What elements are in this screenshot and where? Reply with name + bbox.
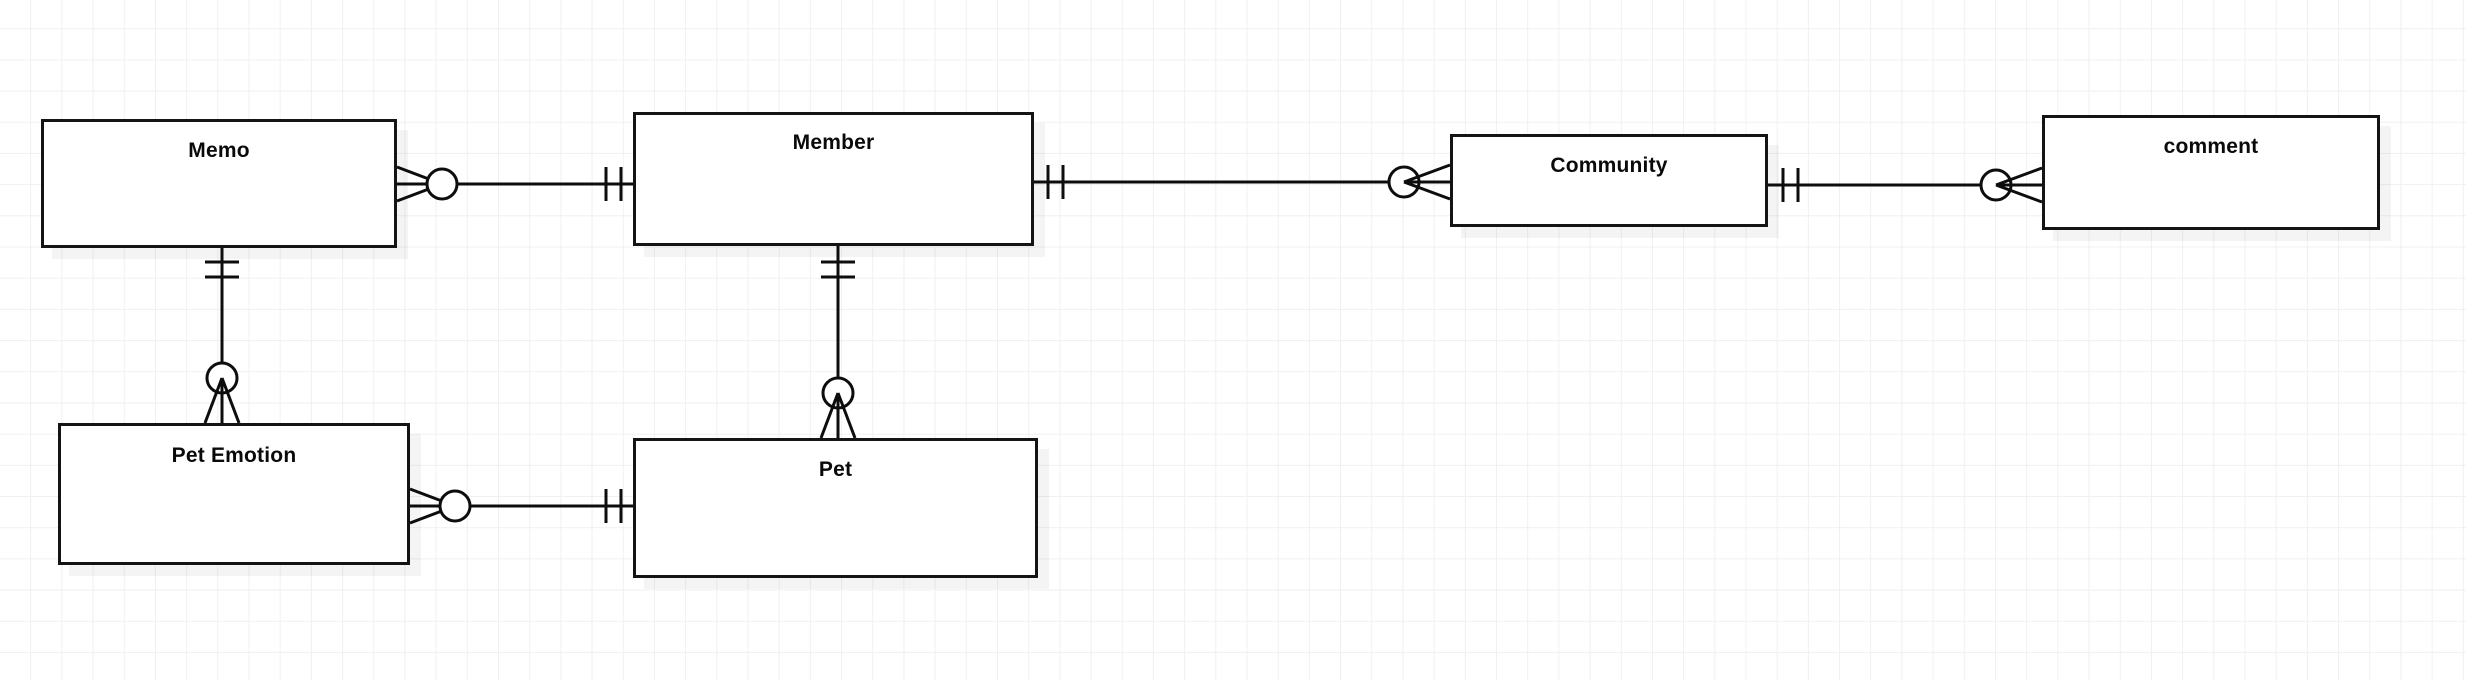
relationship-community-comment[interactable] (1768, 166, 2043, 204)
relationship-memo-petemotion[interactable] (203, 248, 241, 424)
entity-community[interactable]: Community (1450, 134, 1768, 227)
cardinality-one-ticks-member-side (604, 167, 623, 201)
cardinality-one-ticks-member-bottom (821, 260, 855, 279)
entity-comment[interactable]: comment (2042, 115, 2380, 230)
cardinality-zero-ring-petemotion-right (438, 489, 472, 523)
entity-memo[interactable]: Memo (41, 119, 397, 248)
relationship-member-community[interactable] (1034, 163, 1451, 201)
relationship-memo-member[interactable] (396, 165, 633, 203)
entity-member-title: Member (792, 131, 875, 154)
crowfoot-many-pet-side (819, 392, 857, 439)
crowfoot-many-petemotion-side (203, 377, 241, 424)
entity-memo-title: Memo (188, 139, 250, 162)
cardinality-one-ticks-pet-left (604, 489, 623, 523)
crowfoot-many-comment-side (1995, 166, 2043, 204)
cardinality-one-ticks-community-right (1781, 168, 1800, 202)
crowfoot-many-community-side (1403, 163, 1451, 201)
entity-member[interactable]: Member (633, 112, 1034, 246)
cardinality-one-ticks-memo-bottom (205, 260, 239, 279)
entity-pet[interactable]: Pet (633, 438, 1038, 578)
relationship-petemotion-pet[interactable] (409, 487, 633, 525)
cardinality-zero-ring-memo-side (425, 167, 459, 201)
entity-pet-title: Pet (818, 458, 853, 481)
cardinality-one-ticks-member-right (1046, 165, 1065, 199)
entity-pet-emotion[interactable]: Pet Emotion (58, 423, 410, 565)
entity-comment-title: comment (2163, 135, 2259, 158)
entity-pet-emotion-title: Pet Emotion (171, 444, 297, 467)
entity-community-title: Community (1550, 154, 1668, 177)
relationship-member-pet[interactable] (819, 246, 857, 439)
